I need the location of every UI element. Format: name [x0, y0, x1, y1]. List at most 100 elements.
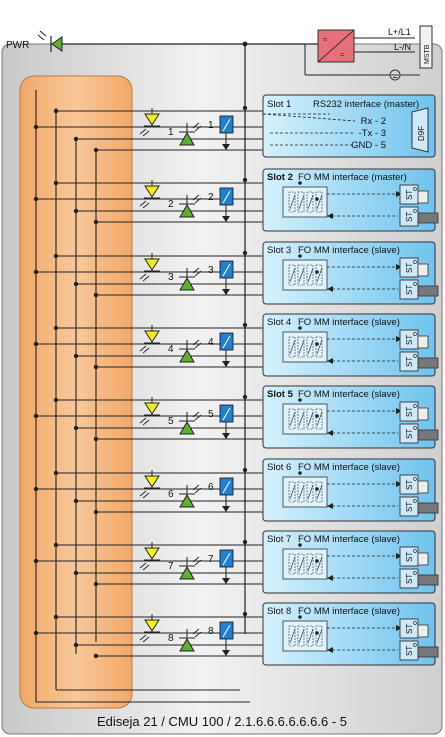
st-connector-icon: ST [399, 206, 419, 227]
footer-title: Ediseja 21 / CMU 100 / 2.1.6.6.6.6.6.6.6… [97, 714, 347, 729]
rx-led-icon [139, 108, 160, 137]
pwr-label: PWR [6, 40, 29, 51]
st-connector-icon: ST [399, 184, 419, 205]
svg-text:ST: ST [405, 646, 414, 656]
st-connector-icon: ST [399, 329, 419, 350]
st-connector-icon: ST [399, 496, 419, 517]
svg-text:ST: ST [405, 212, 414, 222]
relay-number: 8 [208, 626, 214, 637]
slot-title: Slot 3 [267, 245, 291, 256]
tx-led-icon [179, 194, 202, 218]
slot-title: Slot 5 [267, 389, 294, 400]
svg-text:ST: ST [405, 552, 414, 562]
slot-desc: FO MM interface (slave) [298, 389, 400, 400]
channel-row: 22 [33, 177, 263, 225]
channel-row: 44 [33, 322, 263, 370]
rx-led-icon [139, 614, 160, 643]
channel-number: 7 [168, 561, 174, 572]
svg-text:ST: ST [405, 335, 414, 345]
slot-desc: FO MM interface (slave) [298, 534, 400, 545]
slot-title: Slot 4 [267, 317, 291, 328]
st-connector-icon: ST [399, 618, 419, 639]
channel-row: 77 [33, 539, 263, 587]
slot-1-pin-gnd: GND - 5 [351, 140, 386, 151]
svg-text:ST: ST [405, 480, 414, 490]
channel-number: 1 [168, 127, 174, 138]
slot-4-module: Slot 4 FO MM interface (slave) ST ST [262, 313, 439, 377]
slot-1-module: Slot 1 RS232 interface (master) Rx - 2 -… [262, 94, 436, 158]
relay-icon [219, 115, 234, 150]
mstb-connector-icon: MSTB [419, 25, 433, 69]
relay-icon [219, 549, 234, 584]
relay-icon [219, 187, 234, 222]
slot-desc: FO MM interface (slave) [298, 317, 400, 328]
svg-text:ST: ST [405, 263, 414, 273]
svg-text:ST: ST [405, 357, 414, 367]
svg-text:ST: ST [405, 502, 414, 512]
slot-desc: FO MM interface (slave) [298, 245, 400, 256]
d9f-connector-icon: D9F [411, 107, 429, 153]
channel-number: 3 [168, 272, 174, 283]
channel-row: 55 [33, 394, 263, 442]
tx-led-icon [179, 339, 202, 363]
slot-3-module: Slot 3 FO MM interface (slave) ST ST [262, 241, 439, 305]
ground-icon [389, 69, 420, 81]
st-connector-icon: ST [399, 640, 419, 661]
relay-number: 7 [208, 554, 214, 565]
slot-title: Slot 2 [267, 172, 293, 183]
slot-1-pin-rx: Rx - 2 [361, 116, 386, 127]
relay-number: 3 [208, 265, 214, 276]
power-supply-icon: ≈ = [304, 29, 415, 76]
rx-led-icon [139, 397, 160, 426]
slot-desc: FO MM interface (master) [298, 172, 407, 183]
relay-icon [219, 477, 234, 512]
relay-number: 1 [208, 120, 214, 131]
tx-led-icon [179, 484, 202, 508]
slot-title: Slot 7 [267, 534, 291, 545]
channel-number: 6 [168, 489, 174, 500]
relay-icon [219, 260, 234, 295]
svg-text:D9F: D9F [417, 126, 426, 141]
rx-led-icon [139, 542, 160, 571]
channel-number: 2 [168, 199, 174, 210]
relay-number: 2 [208, 192, 214, 203]
svg-text:ST: ST [405, 574, 414, 584]
st-connector-icon: ST [399, 351, 419, 372]
slot-7-module: Slot 7 FO MM interface (slave) ST ST [262, 530, 439, 594]
slot-1-title: Slot 1 [267, 99, 291, 110]
svg-text:MSTB: MSTB [424, 44, 431, 64]
svg-text:ST: ST [405, 429, 414, 439]
st-connector-icon: ST [399, 279, 419, 300]
tx-led-icon [179, 122, 202, 146]
channel-number: 5 [168, 416, 174, 427]
slot-title: Slot 6 [267, 462, 291, 473]
channel-number: 8 [168, 633, 174, 644]
channel-row: 11 [33, 105, 263, 153]
slot-desc: FO MM interface (slave) [298, 606, 400, 617]
st-connector-icon: ST [399, 423, 419, 444]
slot-1-pin-tx: -Tx - 3 [359, 128, 386, 139]
slot-6-module: Slot 6 FO MM interface (slave) ST ST [262, 458, 439, 522]
relay-icon [219, 404, 234, 439]
pwr-led-icon [37, 30, 75, 52]
tx-led-icon [179, 556, 202, 580]
l1-label: L+/L1 [388, 27, 411, 37]
slot-1-desc: RS232 interface (master) [313, 99, 419, 110]
slot-title: Slot 8 [267, 606, 291, 617]
slot-5-module: Slot 5 FO MM interface (slave) ST ST [262, 385, 439, 449]
st-connector-icon: ST [399, 568, 419, 589]
relay-icon [219, 332, 234, 367]
channel-row: 66 [33, 467, 263, 515]
slot-2-module: Slot 2 FO MM interface (master) ST ST [262, 168, 439, 232]
svg-text:ST: ST [405, 407, 414, 417]
rx-led-icon [139, 180, 160, 209]
svg-text:ST: ST [405, 190, 414, 200]
svg-text:=: = [340, 50, 345, 59]
slot-desc: FO MM interface (slave) [298, 462, 400, 473]
channel-row: 33 [33, 250, 263, 298]
rx-led-icon [139, 470, 160, 499]
tx-led-icon [179, 411, 202, 435]
st-connector-icon: ST [399, 474, 419, 495]
